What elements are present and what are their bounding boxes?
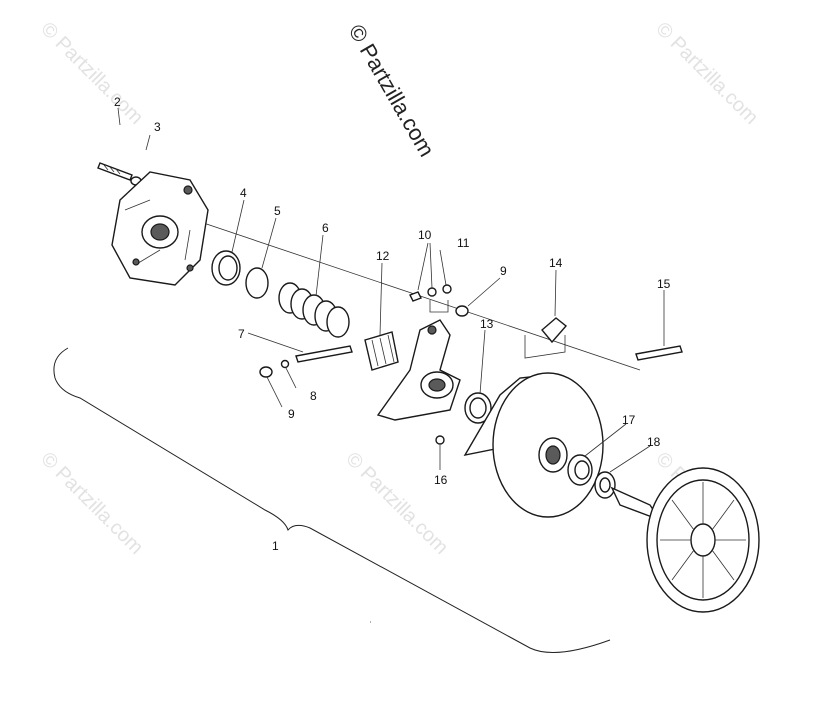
callout-11: 11 [457,236,470,250]
part-15-pin [635,345,683,361]
parts-10-11-hardware [409,284,452,313]
part-8-washer [280,359,290,369]
callout-18: 18 [647,435,661,449]
leader-lines [117,107,665,473]
callout-1: 1 [272,539,279,553]
cover-plate [111,171,209,286]
callout-5: 5 [274,204,281,218]
callout-8: 8 [310,389,317,403]
callout-3: 3 [154,120,161,134]
callout-labels: 2 3 4 5 6 7 8 9 9 10 11 12 13 14 15 16 1… [114,95,671,553]
part-17-bushing [567,454,593,486]
part-2-bolt [97,162,133,181]
callout-17: 17 [622,413,636,427]
watermark-tile: © Partzilla.com [651,18,762,129]
callout-2: 2 [114,95,121,109]
part-9-nut-upper [455,305,469,317]
watermark-tile: © Partzilla.com [36,18,147,129]
moveable-sheave [463,372,604,518]
part-9-nut-lower [259,366,273,378]
part-7-pin [295,345,353,363]
callout-9-upper: 9 [500,264,507,278]
assembly-bracket [53,347,611,653]
fixed-sheave [610,467,760,613]
part-16-screw [435,435,445,445]
spider-arm [376,319,461,421]
part-12-roller [364,331,399,371]
callout-7: 7 [238,327,245,341]
part-13-seal [464,392,492,424]
part-14-weight [524,317,568,359]
watermark-tile: © Partzilla.com [341,448,452,559]
part-4-bushing [211,250,241,286]
assembly-axis-line [149,204,641,371]
callout-13: 13 [480,317,494,331]
part-18-washer [594,471,616,499]
callout-14: 14 [549,256,563,270]
part-6-spring [278,282,350,338]
part-5-ring [245,267,269,299]
callout-12: 12 [376,249,390,263]
partzilla-watermark: © Partzilla.com [344,20,440,161]
callout-4: 4 [240,186,247,200]
callout-15: 15 [657,277,671,291]
callout-6: 6 [322,221,329,235]
callout-16: 16 [434,473,448,487]
callout-9-lower: 9 [288,407,295,421]
watermark-tile: © Partzilla.com [36,448,147,559]
callout-10: 10 [418,228,432,242]
